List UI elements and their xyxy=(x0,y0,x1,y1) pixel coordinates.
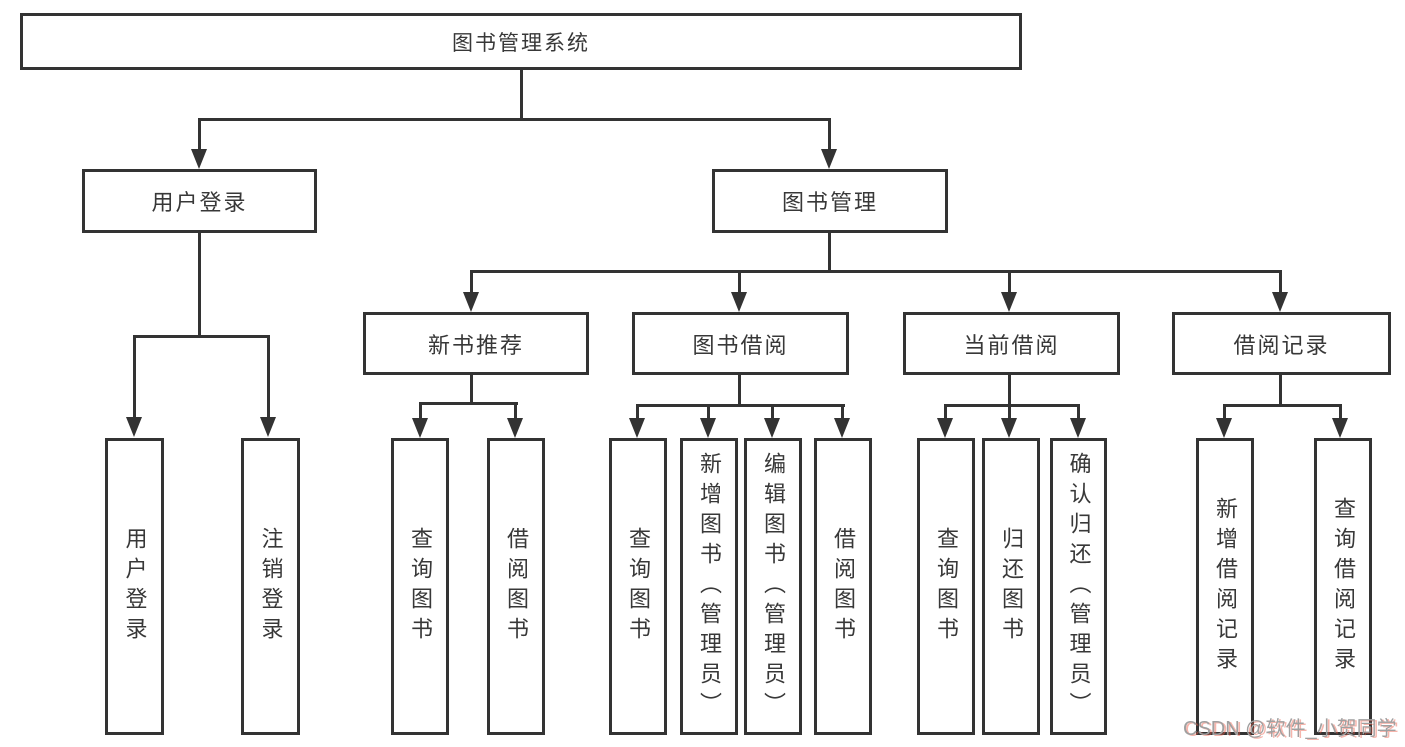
node-label: 新增图书（管理员） xyxy=(697,451,722,722)
arrow-down-icon xyxy=(1332,418,1348,438)
node-query-books-recommend: 查询图书 xyxy=(391,438,449,735)
arrow-down-icon xyxy=(260,417,276,437)
node-new-book-recommendation: 新书推荐 xyxy=(363,312,589,375)
node-borrow-books-recommend: 借阅图书 xyxy=(487,438,545,735)
connector-line xyxy=(1223,404,1342,407)
node-query-borrow-record: 查询借阅记录 xyxy=(1314,438,1372,735)
node-label: 借阅记录 xyxy=(1233,332,1330,358)
arrow-down-icon xyxy=(834,418,850,438)
node-label: 查询图书 xyxy=(934,526,959,647)
connector-line xyxy=(419,402,518,405)
connector-line xyxy=(470,270,473,294)
node-label: 查询图书 xyxy=(408,526,433,647)
node-label: 图书管理系统 xyxy=(452,31,590,55)
arrow-down-icon xyxy=(463,292,479,312)
connector-line xyxy=(267,335,270,418)
connector-line xyxy=(944,404,1080,407)
connector-line xyxy=(1279,374,1282,406)
arrow-down-icon xyxy=(507,418,523,438)
node-book-management: 图书管理 xyxy=(712,169,948,233)
connector-line xyxy=(198,118,201,151)
connector-line xyxy=(738,374,741,406)
connector-line xyxy=(828,233,831,272)
arrow-down-icon xyxy=(764,418,780,438)
node-label: 查询借阅记录 xyxy=(1331,496,1356,677)
node-label: 借阅图书 xyxy=(831,526,856,647)
node-label: 编辑图书（管理员） xyxy=(761,451,786,722)
connector-line xyxy=(1077,404,1080,419)
connector-line xyxy=(944,404,947,419)
node-label: 新书推荐 xyxy=(427,332,524,358)
arrow-down-icon xyxy=(1272,292,1288,312)
node-label: 借阅图书 xyxy=(504,526,529,647)
connector-line xyxy=(636,404,845,407)
connector-line xyxy=(828,118,831,151)
node-library-management-system: 图书管理系统 xyxy=(20,13,1022,70)
connector-line xyxy=(133,335,136,418)
node-label: 归还图书 xyxy=(999,526,1024,647)
arrow-down-icon xyxy=(126,417,142,437)
connector-line xyxy=(1339,404,1342,419)
connector-line xyxy=(198,233,201,338)
connector-line xyxy=(707,404,710,419)
node-label: 当前借阅 xyxy=(963,332,1060,358)
node-query-books-borrowing: 查询图书 xyxy=(609,438,667,735)
node-user-login-action: 用户登录 xyxy=(105,438,164,735)
connector-line xyxy=(1008,374,1011,406)
node-borrow-books-borrowing: 借阅图书 xyxy=(814,438,872,735)
arrow-down-icon xyxy=(937,418,953,438)
node-book-borrowing: 图书借阅 xyxy=(632,312,849,375)
node-return-books: 归还图书 xyxy=(982,438,1040,735)
node-label: 用户登录 xyxy=(151,190,248,215)
arrow-down-icon xyxy=(1216,418,1232,438)
csdn-watermark: CSDN @软件_小贺同学 xyxy=(1183,718,1397,740)
connector-line xyxy=(1279,270,1282,294)
node-label: 确认归还（管理员） xyxy=(1066,451,1092,722)
arrow-down-icon xyxy=(700,418,716,438)
connector-line xyxy=(1008,404,1011,419)
node-borrowing-records: 借阅记录 xyxy=(1172,312,1391,375)
node-label: 注销登录 xyxy=(258,526,284,647)
connector-line xyxy=(636,404,639,419)
connector-line xyxy=(133,335,270,338)
arrow-down-icon xyxy=(731,292,747,312)
node-label: 新增借阅记录 xyxy=(1213,496,1238,677)
arrow-down-icon xyxy=(191,149,207,169)
node-label: 图书管理 xyxy=(781,190,878,215)
connector-line xyxy=(738,270,741,294)
node-confirm-return-admin: 确认归还（管理员） xyxy=(1050,438,1107,735)
node-query-books-current: 查询图书 xyxy=(917,438,975,735)
connector-line xyxy=(419,402,422,419)
node-add-books-admin: 新增图书（管理员） xyxy=(680,438,738,735)
connector-line xyxy=(520,70,523,119)
node-logout-action: 注销登录 xyxy=(241,438,300,735)
arrow-down-icon xyxy=(1070,418,1086,438)
connector-line xyxy=(1008,270,1011,294)
connector-line xyxy=(771,404,774,419)
connector-line xyxy=(1223,404,1226,419)
node-edit-books-admin: 编辑图书（管理员） xyxy=(744,438,802,735)
arrow-down-icon xyxy=(821,149,837,169)
arrow-down-icon xyxy=(1001,292,1017,312)
connector-line xyxy=(198,118,831,121)
arrow-down-icon xyxy=(1001,418,1017,438)
connector-line xyxy=(841,404,844,419)
arrow-down-icon xyxy=(629,418,645,438)
connector-line xyxy=(514,402,517,419)
node-label: 查询图书 xyxy=(626,526,651,647)
connector-line xyxy=(470,374,473,404)
node-add-borrow-record: 新增借阅记录 xyxy=(1196,438,1254,735)
node-label: 用户登录 xyxy=(122,526,148,647)
node-current-borrowing: 当前借阅 xyxy=(903,312,1120,375)
arrow-down-icon xyxy=(412,418,428,438)
connector-line xyxy=(470,270,1282,273)
node-user-login: 用户登录 xyxy=(82,169,317,233)
node-label: 图书借阅 xyxy=(692,332,789,358)
